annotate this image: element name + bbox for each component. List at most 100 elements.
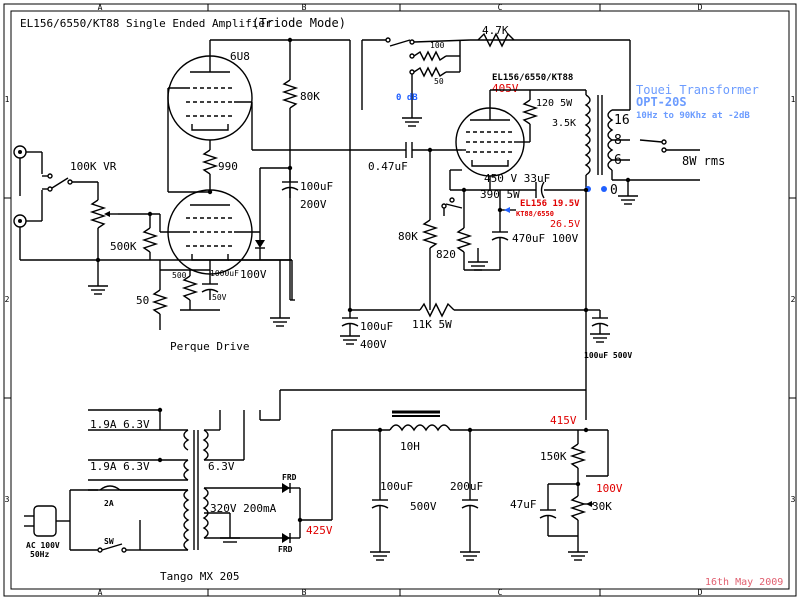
label-8w-rms: 8W rms [682,154,725,168]
grid-col-b-bottom: B [302,588,307,597]
grid-col-c-bottom: C [498,588,503,597]
power-transformer [88,389,586,551]
grid-col-a-bottom: A [98,588,103,597]
label-047uf: 0.47uF [368,160,408,173]
label-50: 50 [136,294,149,307]
label-tap-6: 6 [614,153,622,168]
label-405v: 405V [492,82,519,95]
label-tango-mx205: Tango MX 205 [160,570,239,583]
cap-100uf-200v [281,168,299,198]
label-50b: 50 [434,77,444,86]
rectifier [282,430,333,543]
schematic-title: EL156/6550/KT88 Single Ended Amplifier [20,17,272,30]
grid-col-c: C [498,3,503,12]
label-4k7: 4.7K [482,24,509,37]
volume-pot [88,199,160,295]
label-990: 990 [218,160,238,173]
label-kt88: KT88/6550 [516,210,554,218]
label-el156-19v5: EL156 19.5V [520,199,580,209]
label-820: 820 [436,248,456,261]
label-80k-bottom: 80K [398,230,418,243]
schematic-date: 16th May 2009 [705,577,783,588]
grid-row-1: 1 [5,95,10,104]
label-sw: SW [104,537,114,546]
grid-row-3: 3 [5,495,10,504]
grid-row-2: 2 [5,295,10,304]
schematic-subtitle: (Triode Mode) [252,16,346,30]
label-3k5: 3.5K [552,118,576,129]
driver-output [228,102,400,327]
label-heater-3: 6.3V [208,460,235,473]
label-heater-1: 1.9A 6.3V [90,418,150,431]
label-100v-a: 100V [240,268,267,281]
label-50hz: 50Hz [30,550,49,559]
output-cathode [441,169,589,271]
grid-markers: A B C D A B C D 1 2 3 1 2 3 [4,3,796,597]
label-500: 500 [172,271,187,280]
tube-output [455,90,530,190]
label-500k: 500K [110,240,137,253]
label-120-5w: 120 5W [536,98,573,109]
label-200v: 200V [300,198,327,211]
grid-col-a: A [98,3,103,12]
label-26v5: 26.5V [550,219,580,230]
label-200uf: 200uF [450,480,483,493]
screen-network [361,32,631,127]
label-80k-top: 80K [300,90,320,103]
label-1000uf: 1000uF [210,269,239,278]
label-320v-200ma: 320V 200mA [210,502,277,515]
label-390-5w: 390 5W [480,188,520,201]
driver-b-plus [210,37,351,301]
divider-network [539,429,609,561]
label-470uf-100v: 470uF 100V [512,232,579,245]
driver-cathode [151,260,220,330]
tube-6u8-top [167,40,253,193]
label-400v: 400V [360,338,387,351]
label-tap-8: 8 [614,133,622,148]
label-100uf-500v: 100uF 500V [584,351,632,360]
label-415v: 415V [550,414,577,427]
label-frd-2: FRD [278,545,293,554]
coupling-cap-047 [400,142,462,310]
label-frd-1: FRD [282,473,297,482]
label-100uf-a: 100uF [360,320,393,333]
label-ac-100v: AC 100V [26,541,60,550]
label-50v: 50V [212,293,227,302]
label-150k: 150K [540,450,567,463]
ac-input [24,485,188,553]
label-0db: 0 dB [396,93,418,103]
label-500v: 500V [410,500,437,513]
label-output-tube: EL156/6550/KT88 [492,73,573,83]
label-30k: 30K [592,500,612,513]
label-touei: Touei Transformer [636,83,759,97]
choke-filter [332,410,589,561]
label-heater-2: 1.9A 6.3V [90,460,150,473]
label-6u8: 6U8 [230,50,250,63]
b-plus-rail [291,190,610,420]
label-fuse-2a: 2A [104,499,114,508]
label-10h: 10H [400,440,420,453]
label-100uf-c: 100uF [380,480,413,493]
label-100v-b: 100V [596,482,623,495]
grid-row-2-right: 2 [791,295,796,304]
label-425v: 425V [306,524,333,537]
label-perque-drive: Perque Drive [170,340,249,353]
grid-col-b: B [302,3,307,12]
grid-row-1-right: 1 [791,95,796,104]
output-transformer [584,90,700,205]
resistor-990 [201,140,219,195]
label-tap-0: 0 [610,183,618,198]
grid-col-d-bottom: D [698,588,703,597]
label-11k-5w: 11K 5W [412,318,452,331]
label-100uf-top: 100uF [300,180,333,193]
label-450v-33uf: 450 V 33uF [484,172,550,185]
label-100: 100 [430,41,445,50]
label-47uf: 47uF [510,498,537,511]
grid-row-3-right: 3 [791,495,796,504]
grid-col-d: D [698,3,703,12]
label-opt20s: OPT-20S [636,95,687,109]
grid-resistor-500k [141,211,159,260]
screen-resistor [490,89,586,142]
